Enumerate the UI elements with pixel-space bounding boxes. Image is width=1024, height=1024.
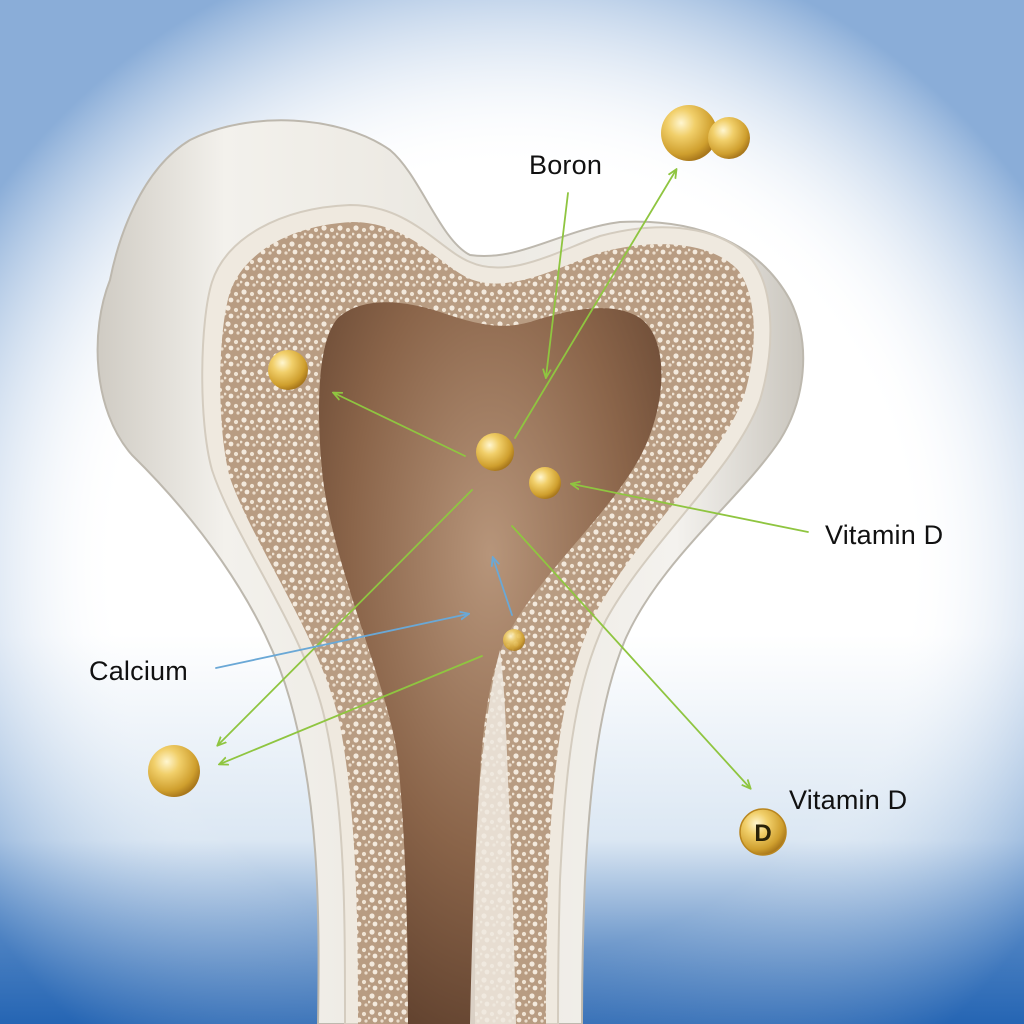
vitamin-d-badge: D — [739, 808, 787, 856]
arrow-center-to-top-particle — [514, 170, 676, 439]
label-vitamin-d-lower: Vitamin D — [789, 785, 908, 815]
particle-shaft-small — [503, 629, 525, 651]
arrow-center-to-left — [334, 393, 466, 457]
arrow-calcium-upward — [493, 558, 513, 616]
arrow-vitd-to-particle — [572, 484, 809, 533]
arrow-boron-to-center — [546, 192, 569, 377]
arrow-shaft-to-calcium-ball — [220, 655, 483, 764]
particle-top-large — [661, 105, 717, 161]
shaft-inner-wall — [470, 650, 516, 1024]
particle-calcium-ball — [148, 745, 200, 797]
vitamin-d-badge-letter: D — [754, 820, 771, 847]
particle-top-small — [708, 117, 750, 159]
label-calcium: Calcium — [89, 656, 188, 686]
arrow-to-vitd-badge — [511, 525, 750, 788]
label-boron: Boron — [529, 150, 603, 180]
label-vitamin-d-upper: Vitamin D — [825, 520, 944, 550]
particle-left-spongy — [268, 350, 308, 390]
particle-center — [476, 433, 514, 471]
nutrient-particles — [148, 105, 750, 797]
particle-right-center — [529, 467, 561, 499]
arrow-center-to-lower-left — [218, 489, 473, 745]
arrow-calcium — [215, 614, 468, 669]
nutrient-arrows — [215, 170, 809, 788]
